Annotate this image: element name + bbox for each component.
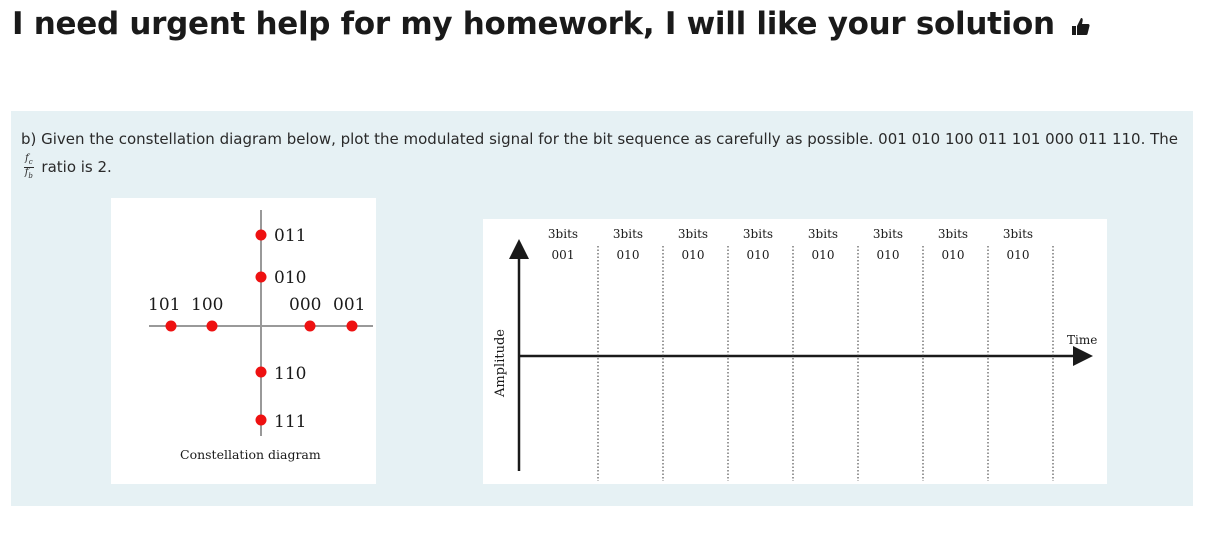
amplitude-axis-label: Amplitude [493,329,508,398]
constellation-label-001: 001 [333,295,365,315]
constellation-caption: Constellation diagram [180,447,321,462]
slot-bits-label: 010 [877,248,900,262]
slot-dividers [597,246,1054,481]
slot-size-label: 3bits [1003,227,1033,241]
question-ratio: ratio is 2. [41,158,112,176]
fraction-denominator-sub: b [28,172,33,180]
slot-labels: 3bits 001 3bits 010 3bits 010 3bits 010 3bits 010… [548,227,1033,262]
constellation-point-010 [255,271,267,283]
thumbs-up-icon[interactable] [1069,15,1091,37]
constellation-point-001 [346,320,358,332]
constellation-diagram: 011 010 101 100 000 001 110 111 Constell… [111,198,376,484]
constellation-point-100 [206,320,218,332]
fc-over-fb-fraction: fc fb [24,154,34,181]
fraction-numerator-sub: c [28,158,33,166]
question-text: b) Given the constellation diagram below… [21,125,1181,181]
constellation-point-110 [255,366,267,378]
slot-bits-label: 010 [682,248,705,262]
constellation-label-100: 100 [191,295,223,315]
question-panel: b) Given the constellation diagram below… [11,111,1193,506]
slot-bits-label: 001 [552,248,575,262]
slot-size-label: 3bits [613,227,643,241]
slot-size-label: 3bits [808,227,838,241]
constellation-point-011 [255,229,267,241]
slot-size-label: 3bits [548,227,578,241]
slot-size-label: 3bits [938,227,968,241]
constellation-label-101: 101 [148,295,180,315]
page-headline: I need urgent help for my homework, I wi… [12,6,1091,42]
constellation-label-110: 110 [274,364,306,384]
headline-text: I need urgent help for my homework, I wi… [12,6,1055,42]
constellation-point-111 [255,414,267,426]
constellation-label-000: 000 [289,295,321,315]
slot-bits-label: 010 [812,248,835,262]
slot-bits-label: 010 [617,248,640,262]
constellation-label-010: 010 [274,268,306,288]
slot-bits-label: 010 [942,248,965,262]
constellation-label-011: 011 [274,226,306,246]
slot-size-label: 3bits [873,227,903,241]
constellation-svg: 011 010 101 100 000 001 110 111 Constell… [148,210,373,462]
constellation-label-111: 111 [274,412,306,432]
constellation-point-000 [304,320,316,332]
slot-size-label: 3bits [743,227,773,241]
slot-size-label: 3bits [678,227,708,241]
fraction-denominator: f [24,167,29,178]
constellation-point-101 [165,320,177,332]
slot-bits-label: 010 [747,248,770,262]
slot-bits-label: 010 [1007,248,1030,262]
time-axis-label: Time [1067,333,1097,347]
fraction-numerator: f [25,153,29,164]
signal-plot-svg: Amplitude Time 3bits0013bits0103bits0103… [493,227,1097,481]
question-body: b) Given the constellation diagram below… [21,130,1179,148]
